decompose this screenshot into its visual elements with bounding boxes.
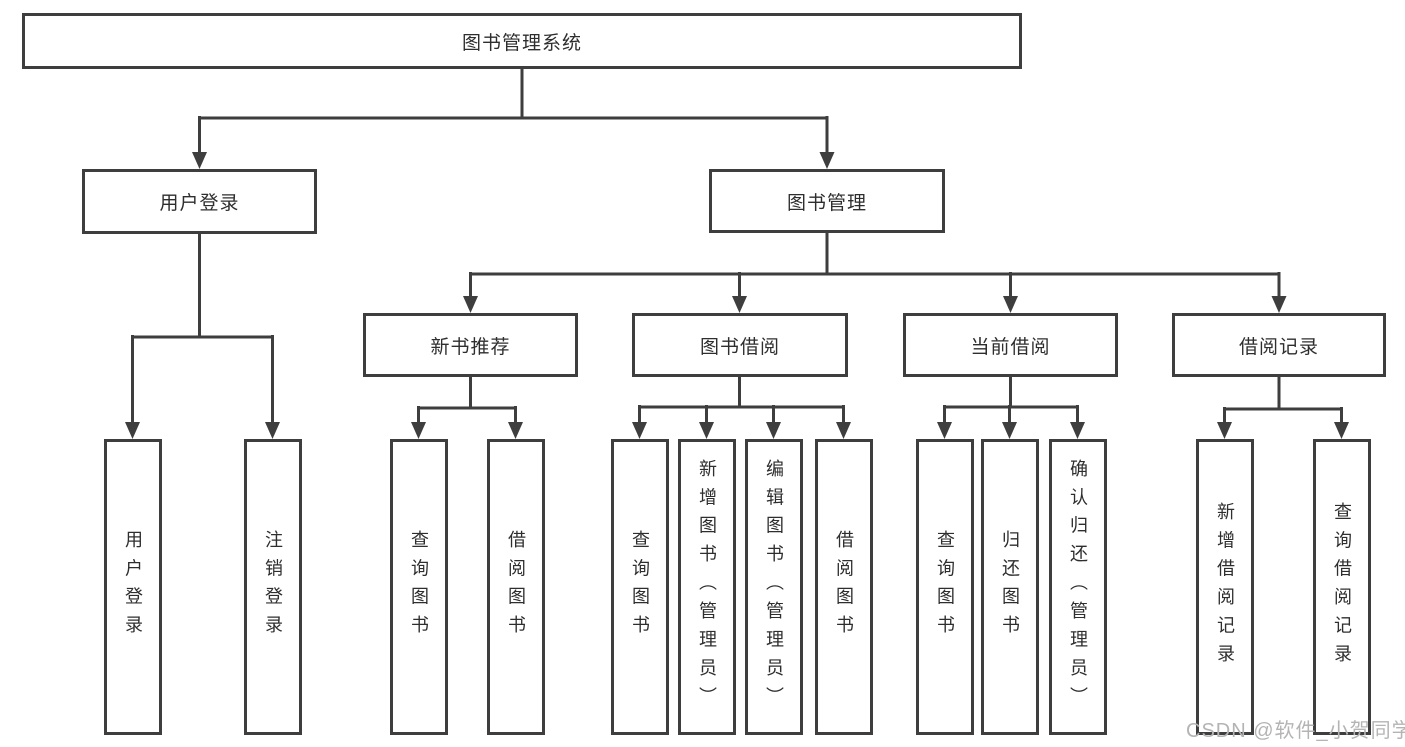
- branch-borrow-records: [1217, 377, 1349, 439]
- leaf-query-books-recommend: 查询图书: [390, 439, 448, 735]
- branch-book-management: [463, 233, 1287, 313]
- node-label: 借阅记录: [1238, 336, 1319, 358]
- node-user-login: 用户登录: [82, 169, 317, 234]
- node-label: 确认归还（管理员）: [1068, 459, 1088, 715]
- node-label: 用户登录: [159, 193, 240, 214]
- leaf-borrow-books: 借阅图书: [815, 439, 873, 735]
- node-new-book-recommend: 新书推荐: [363, 313, 578, 377]
- node-label: 图书管理: [786, 192, 867, 214]
- node-label: 当前借阅: [970, 336, 1051, 358]
- csdn-watermark: CSDN @软件_小贺同学: [1186, 720, 1405, 742]
- branch-book-borrow: [632, 377, 851, 439]
- node-label: 归还图书: [1000, 530, 1020, 644]
- branch-user-login: [125, 234, 280, 439]
- node-library-management-system: 图书管理系统: [22, 13, 1022, 69]
- node-label: 查询图书: [935, 530, 955, 644]
- node-borrow-records: 借阅记录: [1172, 313, 1386, 377]
- node-label: 借阅图书: [506, 530, 526, 644]
- leaf-query-books-borrow: 查询图书: [611, 439, 669, 735]
- node-label: 查询图书: [409, 530, 429, 644]
- branch-root: [192, 69, 835, 169]
- leaf-return-book: 归还图书: [981, 439, 1039, 735]
- branch-new-book-recommend: [411, 377, 523, 439]
- leaf-user-login: 用户登录: [104, 439, 162, 735]
- leaf-borrow-books-recommend: 借阅图书: [487, 439, 545, 735]
- leaf-query-books-current: 查询图书: [916, 439, 974, 735]
- leaf-add-borrow-record: 新增借阅记录: [1196, 439, 1254, 735]
- leaf-logout: 注销登录: [244, 439, 302, 735]
- node-label: 查询图书: [630, 530, 650, 644]
- node-label: 新书推荐: [430, 336, 511, 358]
- leaf-add-book-admin: 新增图书（管理员）: [678, 439, 736, 735]
- node-label: 图书借阅: [699, 336, 780, 358]
- node-label: 新增借阅记录: [1215, 501, 1235, 673]
- branch-current-borrow: [937, 377, 1085, 439]
- node-label: 图书管理系统: [461, 32, 582, 54]
- node-label: 注销登录: [263, 530, 283, 644]
- node-book-management: 图书管理: [709, 169, 945, 233]
- leaf-edit-book-admin: 编辑图书（管理员）: [745, 439, 803, 735]
- leaf-confirm-return-admin: 确认归还（管理员）: [1049, 439, 1107, 735]
- node-label: 借阅图书: [834, 530, 854, 644]
- node-current-borrow: 当前借阅: [903, 313, 1118, 377]
- node-label: 用户登录: [123, 530, 143, 644]
- node-label: 查询借阅记录: [1332, 501, 1352, 673]
- node-label: 新增图书（管理员）: [697, 459, 717, 715]
- leaf-query-borrow-record: 查询借阅记录: [1313, 439, 1371, 735]
- node-book-borrow: 图书借阅: [632, 313, 848, 377]
- node-label: 编辑图书（管理员）: [764, 459, 784, 715]
